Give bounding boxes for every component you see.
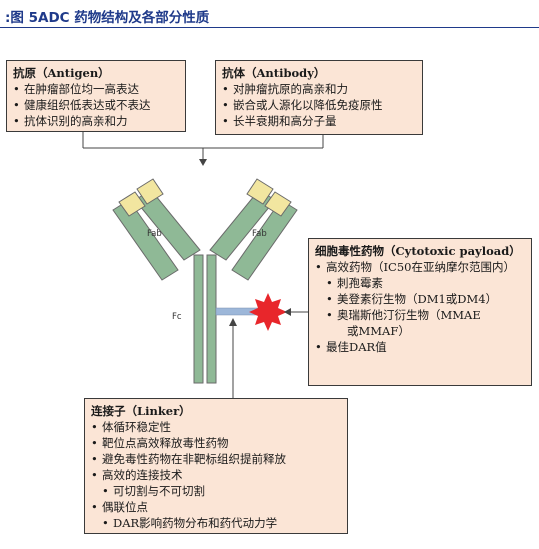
antibody	[112, 178, 298, 384]
top-connector	[82, 132, 324, 160]
list-item: 高效药物（IC50在亚纳摩尔范围内）	[315, 259, 525, 275]
list-item: 长半衰期和高分子量	[222, 113, 416, 129]
fab-right-label: Fab	[252, 229, 267, 239]
antigen-list: 在肿瘤部位均一高表达 健康组织低表达或不表达 抗体识别的高亲和力	[13, 81, 179, 129]
list-item: 可切割与不可切割	[91, 483, 341, 499]
list-item: 在肿瘤部位均一高表达	[13, 81, 179, 97]
list-item-continuation: 或MMAF）	[347, 324, 410, 338]
antibody-list: 对肿瘤抗原的高亲和力 嵌合或人源化以降低免疫原性 长半衰期和高分子量	[222, 81, 416, 129]
antigen-box: 抗原（Antigen） 在肿瘤部位均一高表达 健康组织低表达或不表达 抗体识别的…	[6, 60, 186, 132]
right-heavy-tip	[246, 178, 274, 205]
list-item: 嵌合或人源化以降低免疫原性	[222, 97, 416, 113]
list-item: 靶位点高效释放毒性药物	[91, 435, 341, 451]
left-light-tip	[118, 191, 146, 217]
list-item: 美登素衍生物（DM1或DM4）	[315, 291, 525, 307]
fc-right-chain	[206, 254, 217, 384]
list-item: 抗体识别的高亲和力	[13, 113, 179, 129]
list-item: 奥瑞斯他汀衍生物（MMAE	[315, 307, 525, 323]
payload-title: 细胞毒性药物（Cytotoxic payload）	[315, 244, 521, 258]
payload-box: 细胞毒性药物（Cytotoxic payload） 高效药物（IC50在亚纳摩尔…	[308, 238, 532, 386]
payload-arrow-head	[284, 308, 291, 316]
list-item: 偶联位点	[91, 499, 341, 515]
antigen-title: 抗原（Antigen）	[13, 66, 110, 80]
title-rule	[0, 27, 539, 28]
list-item: 避免毒性药物在非靶标组织提前释放	[91, 451, 341, 467]
linker-box: 连接子（Linker） 体循环稳定性 靶位点高效释放毒性药物 避免毒性药物在非靶…	[84, 398, 348, 534]
list-item: 最佳DAR值	[315, 339, 525, 355]
top-arrow-head	[199, 159, 207, 166]
payload-list: 高效药物（IC50在亚纳摩尔范围内） 刺孢霉素 美登素衍生物（DM1或DM4） …	[315, 259, 525, 355]
antibody-title: 抗体（Antibody）	[222, 66, 326, 80]
figure-title: 图 5: ADC 药物结构及各部分性质	[0, 6, 539, 32]
list-item: DAR影响药物分布和药代动力学	[91, 515, 341, 531]
fc-label: Fc	[172, 312, 182, 322]
payload-star	[249, 293, 287, 331]
antibody-box: 抗体（Antibody） 对肿瘤抗原的高亲和力 嵌合或人源化以降低免疫原性 长半…	[215, 60, 423, 135]
list-item: 刺孢霉素	[315, 275, 525, 291]
fc-left-chain	[193, 254, 204, 384]
list-item: 高效的连接技术	[91, 467, 341, 483]
linker-arrow-head	[229, 318, 237, 326]
linker-title: 连接子（Linker）	[91, 404, 191, 418]
left-heavy-tip	[136, 178, 164, 205]
list-item: 体循环稳定性	[91, 419, 341, 435]
linker-list: 体循环稳定性 靶位点高效释放毒性药物 避免毒性药物在非靶标组织提前释放 高效的连…	[91, 419, 341, 531]
list-item: 对肿瘤抗原的高亲和力	[222, 81, 416, 97]
right-light-tip	[264, 191, 292, 217]
list-item: 健康组织低表达或不表达	[13, 97, 179, 113]
fab-left-label: Fab	[147, 229, 162, 239]
figure-number: 图 5:	[5, 10, 38, 26]
figure-title-text: ADC 药物结构及各部分性质	[38, 10, 210, 26]
